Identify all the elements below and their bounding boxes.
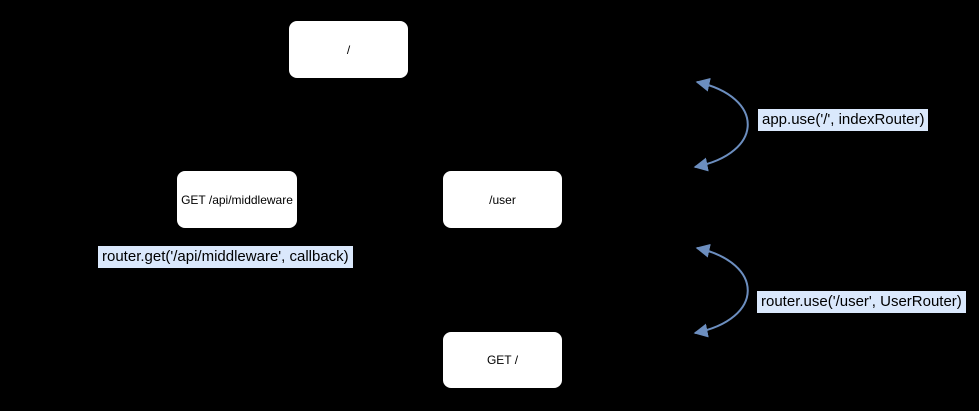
node-root-route: / xyxy=(289,21,408,78)
node-root-route-label: / xyxy=(346,42,351,57)
loop-arrow-user-router xyxy=(693,243,749,338)
label-router-get: router.get('/api/middleware', callback) xyxy=(98,246,353,268)
node-user-route-label: /user xyxy=(489,192,516,207)
node-get-middleware-route-label: GET /api/middleware xyxy=(181,192,293,207)
loop-arrow-index-router xyxy=(693,77,749,172)
node-get-root-route-label: GET / xyxy=(486,353,519,367)
node-user-route: /user xyxy=(443,171,562,228)
node-get-middleware-route: GET /api/middleware xyxy=(177,171,297,228)
label-app-use: app.use('/', indexRouter) xyxy=(758,109,929,131)
label-router-use: router.use('/user', UserRouter) xyxy=(757,291,966,313)
node-get-root-route: GET / xyxy=(443,332,562,388)
